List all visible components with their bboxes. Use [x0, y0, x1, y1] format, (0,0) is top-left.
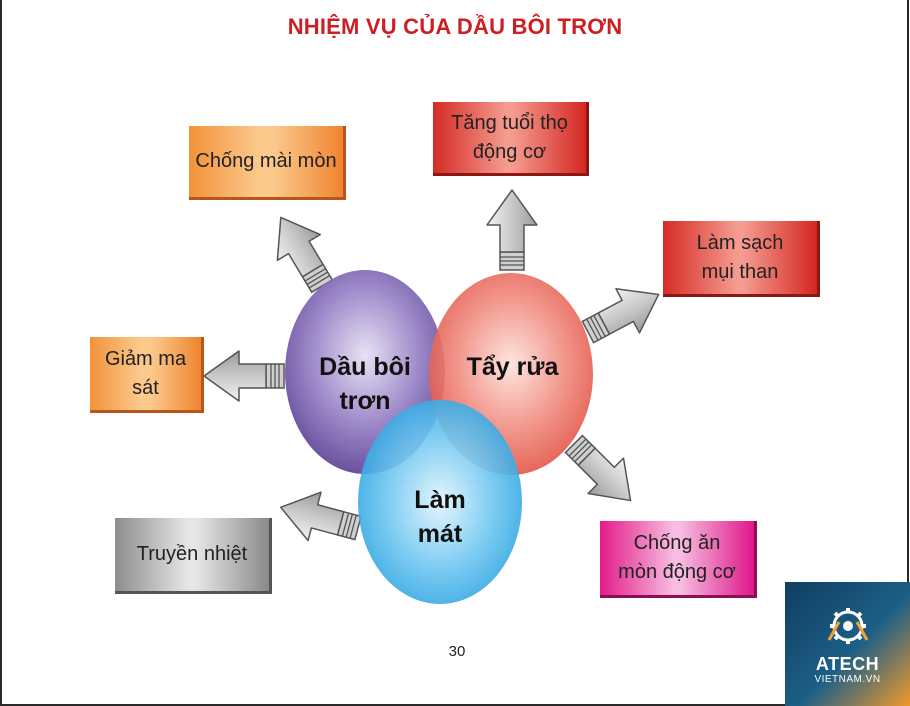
atech-logo: ATECH VIETNAM.VN: [785, 582, 910, 706]
arrow-to-heat-transfer: [273, 482, 366, 553]
frame-right-border: [907, 0, 909, 582]
page-number: 30: [448, 643, 466, 660]
cooling-label: Làm mát: [414, 486, 466, 548]
reduce-friction-box: Giảm ma sát: [90, 337, 204, 413]
engine-life-box: Tăng tuổi thọ động cơ: [433, 102, 589, 176]
cleaning-label: Tẩy rửa: [466, 353, 559, 381]
lubricating-oil-label: Dầu bôi trơn: [319, 353, 411, 415]
anti-wear-box: Chống mài mòn: [189, 126, 346, 200]
frame-bottom-border: [0, 704, 785, 706]
arrow-to-reduce-friction: [203, 350, 285, 402]
heat-transfer-box: Truyền nhiệt: [115, 518, 272, 594]
carbon-clean-box: Làm sạch mụi than: [663, 221, 820, 297]
page-title: NHIỆM VỤ CỦA DẦU BÔI TRƠN: [287, 14, 623, 39]
logo-name: ATECH: [815, 654, 880, 674]
logo-subtitle: VIETNAM.VN: [814, 674, 881, 685]
cooling-circle: [358, 400, 522, 604]
arrow-to-engine-life: [486, 189, 538, 271]
anti-corrosion-box: Chống ăn mòn động cơ: [600, 521, 757, 598]
arrow-to-carbon-clean: [575, 271, 672, 355]
frame-left-border: [0, 0, 2, 706]
gear-icon: [827, 608, 869, 644]
